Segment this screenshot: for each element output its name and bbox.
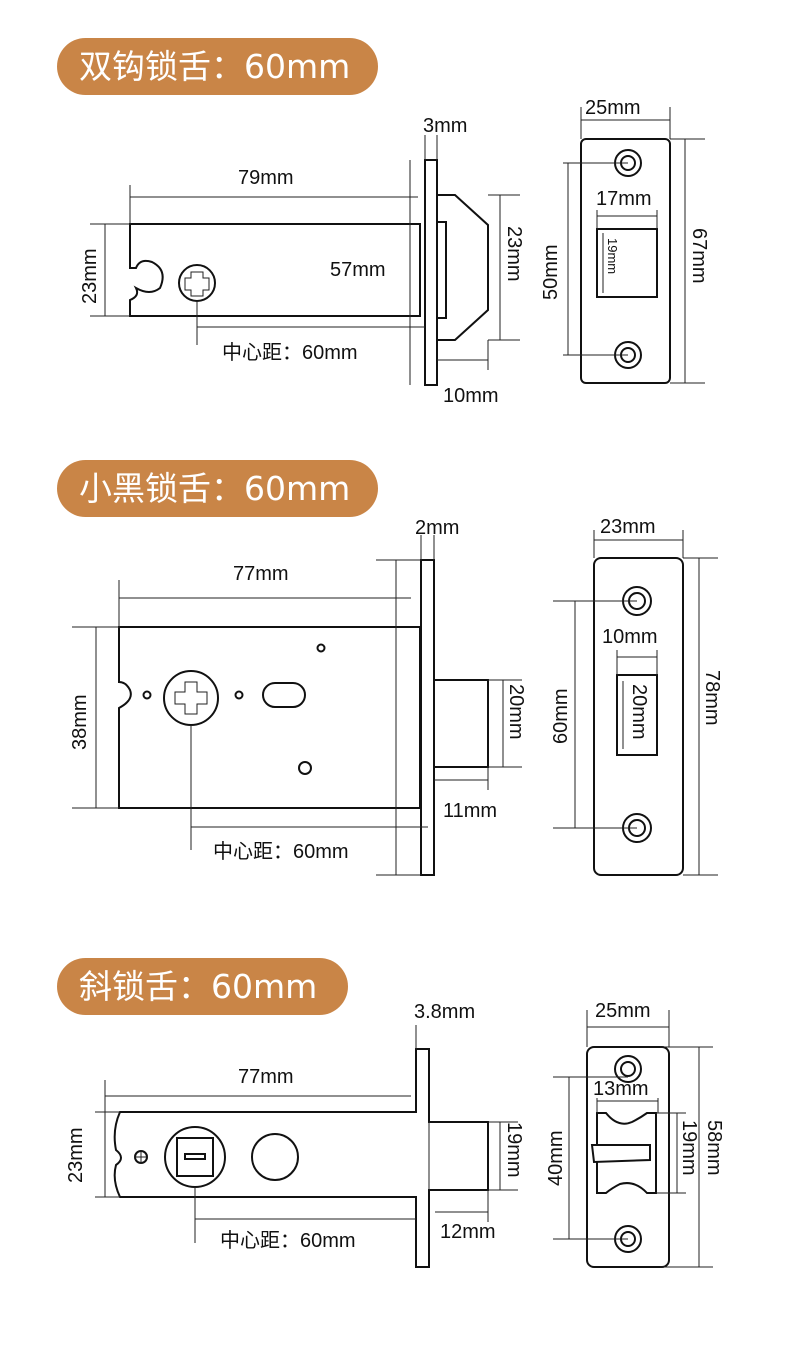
dim-plate-thickness: 3mm: [423, 115, 467, 137]
strike-hole-spacing: 60mm: [550, 688, 572, 744]
dim-body-height: 23mm: [65, 1127, 87, 1183]
strike-height: 67mm: [688, 228, 710, 284]
dim-bolt-depth: 11mm: [443, 800, 497, 822]
dim-bolt-height: 19mm: [503, 1122, 525, 1178]
section-title-black-bolt: 小黑锁舌：60mm: [57, 460, 378, 517]
double-hook-lock-drawing: 79mm 3mm 23mm 57mm 23mm 10mm 中心距：60mm: [79, 115, 525, 407]
dim-center-distance: 中心距：60mm: [220, 1229, 356, 1252]
strike-height: 58mm: [703, 1120, 725, 1176]
dim-center-distance: 中心距：60mm: [222, 341, 358, 364]
dim-bolt-height: 23mm: [503, 226, 525, 282]
strike-opening-height: 19mm: [605, 238, 620, 274]
strike-width: 25mm: [595, 1000, 651, 1022]
black-bolt-strike-plate: 23mm 10mm 20mm 60mm 78mm: [550, 516, 723, 876]
dim-bolt-depth: 10mm: [443, 385, 499, 407]
black-bolt-lock-drawing: 77mm 2mm 38mm 20mm 11mm 中心距：60mm: [69, 517, 527, 876]
slant-bolt-strike-plate: 25mm 13mm 40mm 19mm 58mm: [545, 1000, 725, 1268]
dim-body-length: 79mm: [238, 167, 294, 189]
strike-opening-width: 13mm: [593, 1078, 649, 1100]
strike-width: 25mm: [585, 97, 641, 119]
dim-body-length: 77mm: [233, 563, 289, 585]
section-title-slant-bolt: 斜锁舌：60mm: [57, 958, 348, 1015]
dim-plate-thickness: 2mm: [415, 517, 459, 539]
strike-hole-spacing: 50mm: [540, 244, 562, 300]
dim-body-height: 23mm: [79, 248, 101, 304]
screw-icon: [163, 670, 219, 726]
strike-width: 23mm: [600, 516, 656, 538]
strike-opening-height: 20mm: [628, 684, 650, 740]
dim-plate-thickness: 3.8mm: [414, 1001, 475, 1023]
section-title-double-hook: 双钩锁舌：60mm: [57, 38, 378, 95]
dim-center-distance: 中心距：60mm: [213, 840, 349, 863]
strike-opening-height: 19mm: [678, 1120, 700, 1176]
strike-opening-width: 17mm: [596, 188, 652, 210]
dim-bolt-depth: 12mm: [440, 1221, 496, 1243]
strike-hole-spacing: 40mm: [545, 1130, 567, 1186]
strike-opening-width: 10mm: [602, 626, 658, 648]
double-hook-strike-plate: 25mm 17mm 19mm 50mm 67mm: [540, 97, 710, 384]
dim-body-height: 38mm: [69, 694, 91, 750]
dim-bolt-height: 20mm: [505, 684, 527, 740]
dim-bolt-width: 57mm: [330, 259, 386, 281]
strike-height: 78mm: [701, 670, 723, 726]
dim-body-length: 77mm: [238, 1066, 294, 1088]
slant-bolt-lock-drawing: 77mm 3.8mm 23mm 19mm 12mm 中心距：60mm: [65, 1001, 525, 1268]
